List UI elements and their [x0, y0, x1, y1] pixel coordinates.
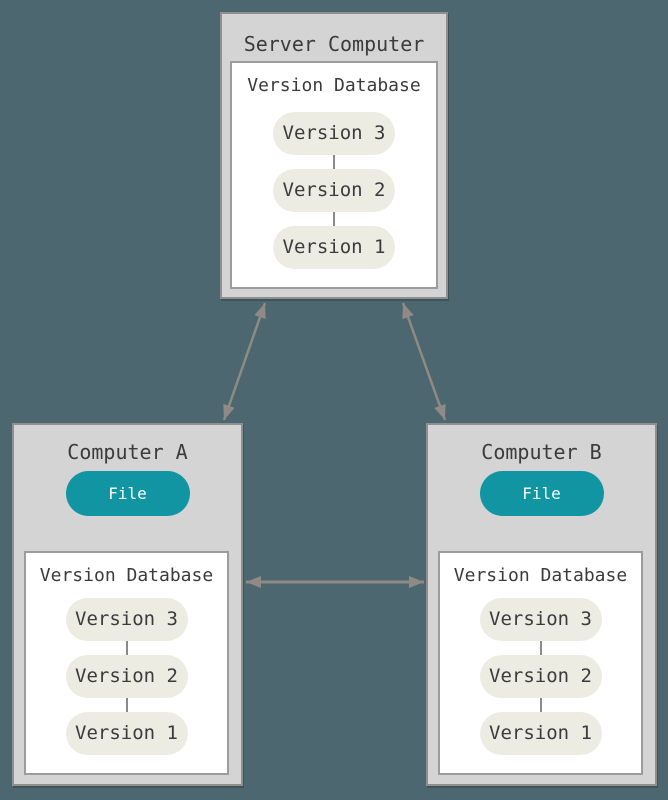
sync-arrow-server-computer-b-icon — [401, 302, 447, 421]
computer-b-version-database-box: Version Database Version 3 Version 2 Ver… — [438, 551, 643, 775]
computer-a-version-stack: Version 3 Version 2 Version 1 — [65, 597, 188, 755]
version-link-line — [539, 697, 542, 712]
server-computer-box: Server Computer Version Database Version… — [220, 12, 448, 299]
version-link-line — [539, 640, 542, 655]
version-link-line — [125, 640, 128, 655]
computer-b-box: Computer B File Version Database Version… — [426, 423, 657, 786]
server-version-1-pill: Version 1 — [273, 225, 395, 269]
computer-a-title: Computer A — [67, 440, 188, 464]
computer-b-title: Computer B — [481, 440, 602, 464]
computer-b-version-stack: Version 3 Version 2 Version 1 — [479, 597, 602, 755]
computer-b-version-1-pill: Version 1 — [479, 711, 602, 755]
server-version-database-label: Version Database — [247, 75, 421, 96]
version-link-line — [333, 154, 335, 169]
server-version-database-box: Version Database Version 3 Version 2 Ver… — [230, 61, 438, 289]
computer-a-version-2-pill: Version 2 — [65, 654, 188, 698]
version-link-line — [333, 211, 335, 226]
computer-a-file-pill: File — [65, 471, 190, 516]
server-version-stack: Version 3 Version 2 Version 1 — [273, 111, 395, 269]
computer-a-version-database-box: Version Database Version 3 Version 2 Ver… — [24, 551, 229, 775]
computer-b-version-2-pill: Version 2 — [479, 654, 602, 698]
computer-a-version-database-label: Version Database — [39, 565, 214, 586]
version-link-line — [125, 697, 128, 712]
server-computer-title: Server Computer — [243, 32, 425, 56]
computer-b-version-3-pill: Version 3 — [479, 597, 602, 641]
server-version-2-pill: Version 2 — [273, 168, 395, 212]
sync-arrow-server-computer-a-icon — [222, 302, 267, 421]
computer-a-version-3-pill: Version 3 — [65, 597, 188, 641]
computer-a-version-1-pill: Version 1 — [65, 711, 188, 755]
computer-b-file-pill: File — [479, 471, 604, 516]
computer-a-box: Computer A File Version Database Version… — [12, 423, 243, 786]
server-version-3-pill: Version 3 — [273, 111, 395, 155]
computer-b-version-database-label: Version Database — [453, 565, 628, 586]
